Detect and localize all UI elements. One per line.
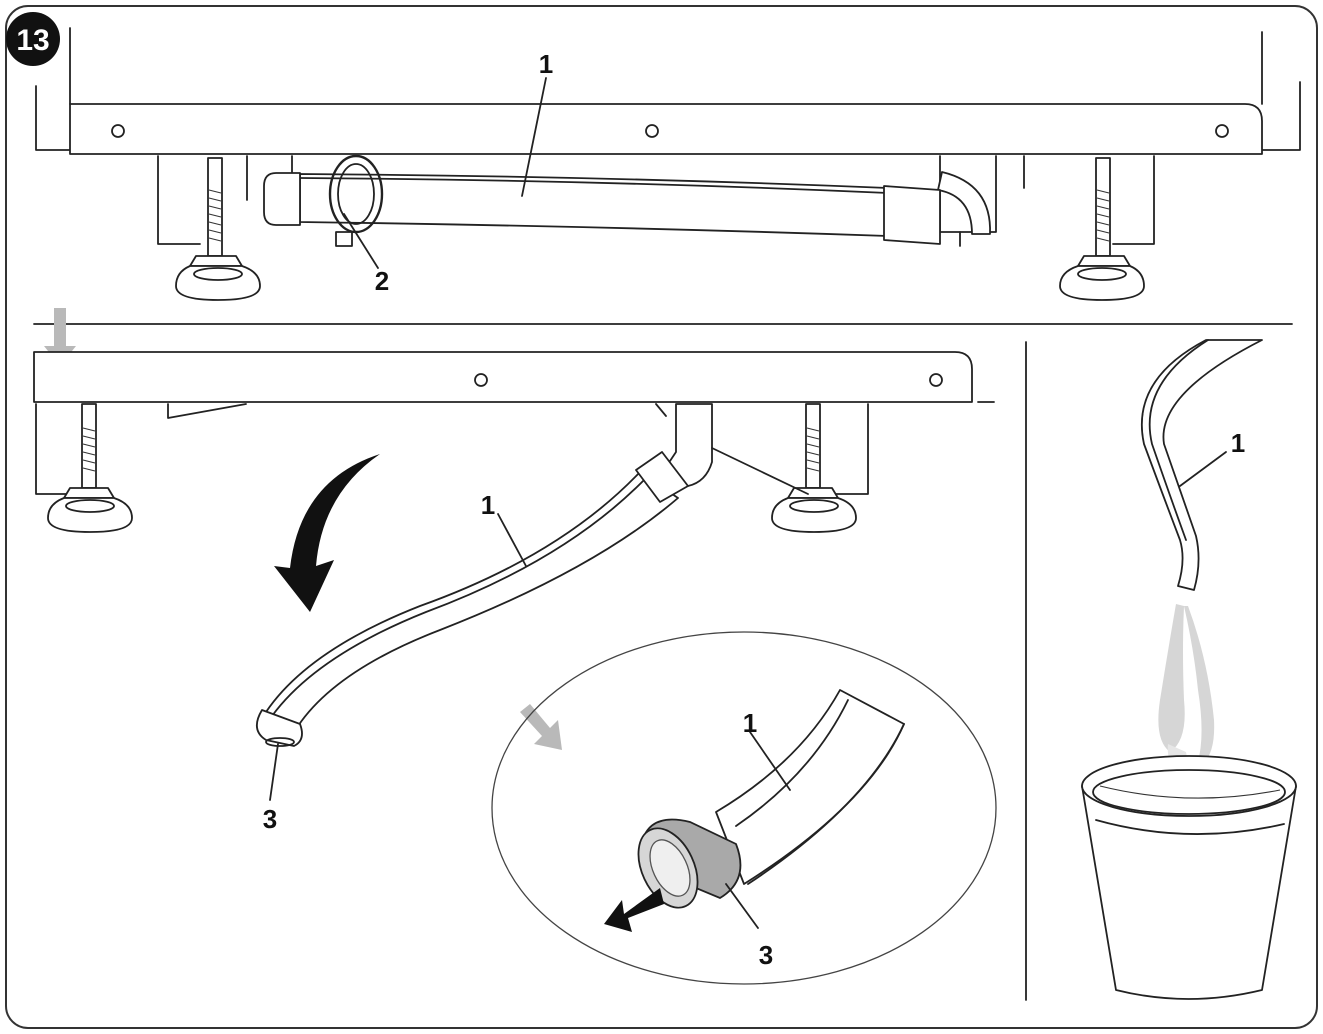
hose-end-cap-top: [263, 172, 301, 226]
drain-hose-top: [299, 173, 889, 237]
figure-number: 13: [16, 24, 49, 57]
hose-end-cap-lowered: [256, 709, 303, 747]
bottom-right-foot: [771, 403, 857, 533]
curved-arrow-down-icon: [274, 454, 380, 612]
detail-pointer-arrow-icon: [520, 704, 562, 750]
callout-hose-lowered: 1: [481, 490, 495, 520]
callout-hose-top: 1: [539, 49, 553, 79]
hose-connector-top: [883, 185, 941, 245]
bottom-left-panel-lowering-hose: 1 3: [33, 351, 995, 834]
right-panel-draining-water: 1: [1081, 339, 1297, 1000]
hose-connector-lowered: [635, 451, 689, 503]
drain-hose-hanging: [1140, 339, 1263, 591]
right-adjustable-foot: [1059, 157, 1145, 301]
figure-frame: [5, 5, 1318, 1029]
bucket-icon: [1081, 755, 1297, 1000]
callout-hose-detail: 1: [743, 708, 757, 738]
top-panel-appliance-base: 1 2: [35, 27, 1301, 301]
callout-clamp: 2: [375, 266, 389, 296]
callout-cap-detail: 3: [759, 940, 773, 970]
cap-detail-view: 1 3: [491, 631, 997, 985]
figure-number-badge: 13: [6, 12, 60, 66]
callout-cap-lowered: 3: [263, 804, 277, 834]
bottom-left-foot: [47, 403, 133, 533]
callout-hose-hanging: 1: [1231, 428, 1245, 458]
pull-arrow-icon: [604, 888, 664, 932]
left-adjustable-foot: [175, 157, 261, 301]
